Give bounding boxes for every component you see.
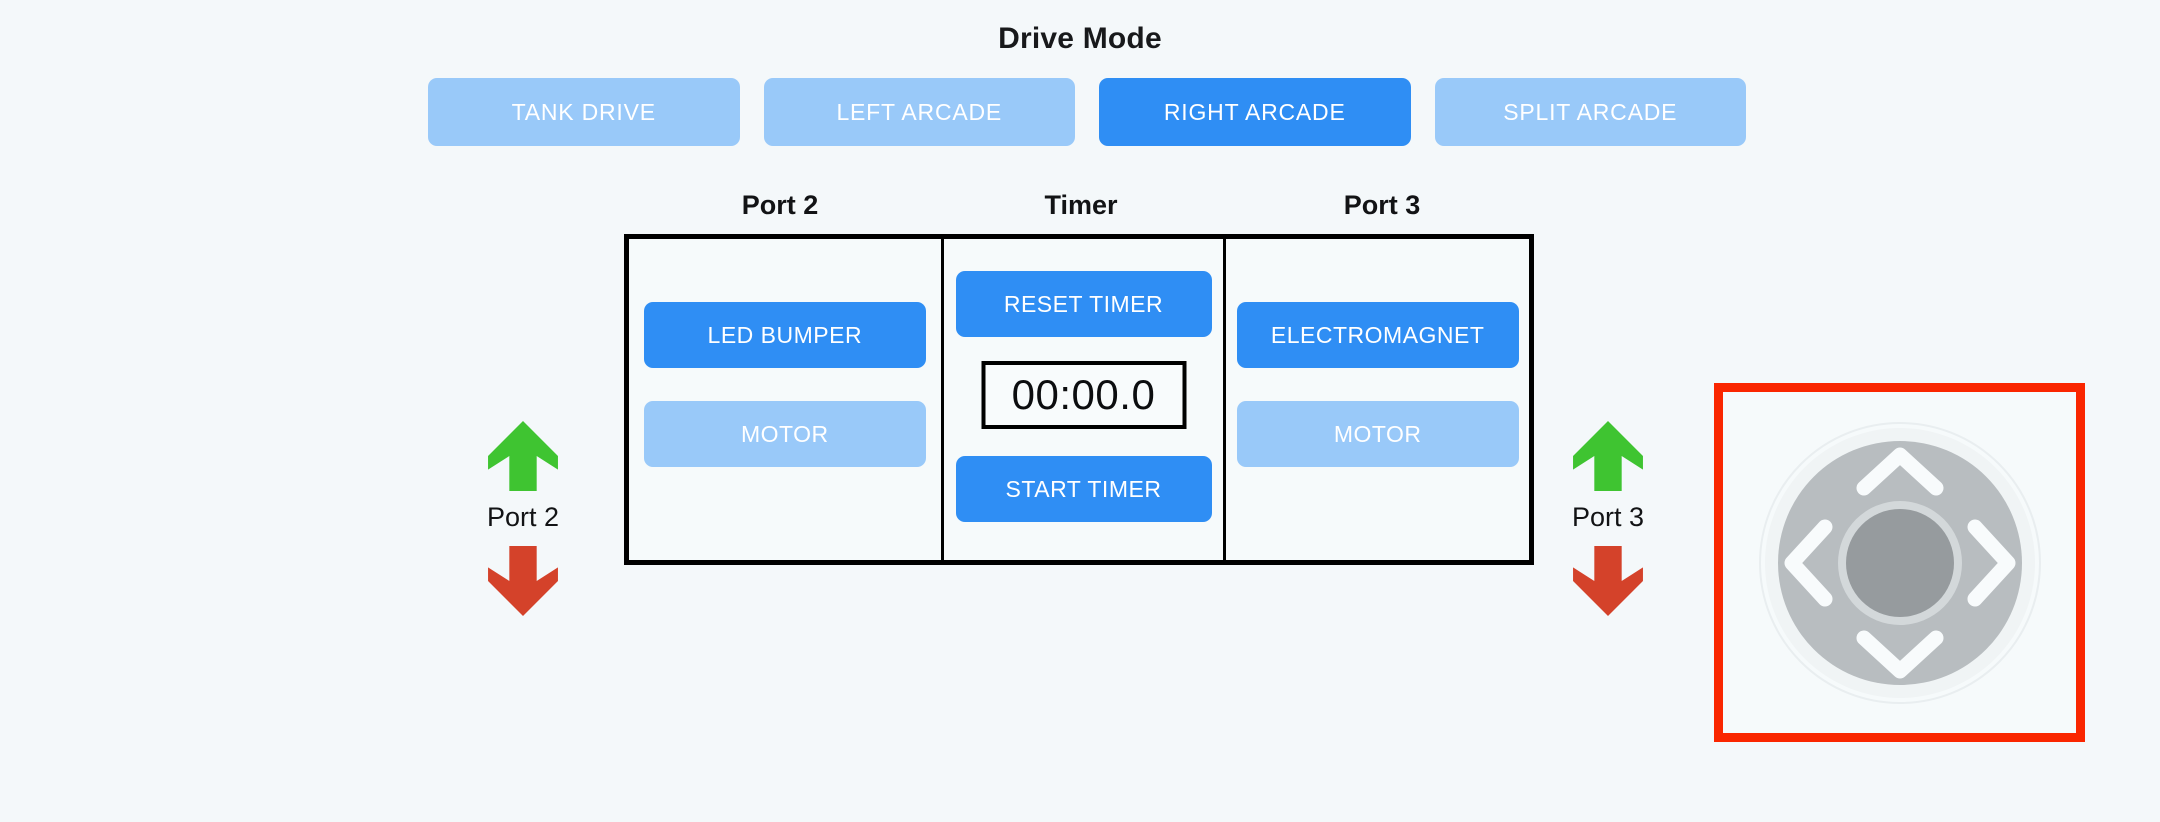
timer-display: 00:00.0 xyxy=(981,361,1186,429)
green-up-arrow-icon[interactable] xyxy=(485,418,561,494)
port2-cluster-label: Port 2 xyxy=(486,502,560,532)
dpad-right-chevron-icon[interactable] xyxy=(1967,519,2015,606)
drive-mode-button-left-arcade[interactable]: LEFT ARCADE xyxy=(763,78,1075,146)
dpad-left-chevron-icon[interactable] xyxy=(1784,519,1832,606)
led-bumper-button[interactable]: LED BUMPER xyxy=(643,302,926,368)
port3-motor-button[interactable]: MOTOR xyxy=(1236,401,1519,467)
panel-column-port2: LED BUMPER MOTOR xyxy=(629,239,941,560)
column-header-port2: Port 2 xyxy=(741,190,819,220)
green-up-arrow-icon[interactable] xyxy=(1570,418,1646,494)
port2-arrow-cluster: Port 2 xyxy=(443,418,603,619)
dpad-highlight-frame xyxy=(1714,383,2085,742)
drive-mode-selector: TANK DRIVE LEFT ARCADE RIGHT ARCADE SPLI… xyxy=(428,78,1746,146)
red-down-arrow-icon[interactable] xyxy=(485,543,561,619)
red-down-arrow-icon[interactable] xyxy=(1570,543,1646,619)
dpad-down-chevron-icon[interactable] xyxy=(1856,630,1943,678)
panel-column-timer: RESET TIMER 00:00.0 START TIMER xyxy=(940,239,1227,560)
dpad-outer-ring xyxy=(1758,421,2041,704)
drive-mode-button-split-arcade[interactable]: SPLIT ARCADE xyxy=(1434,78,1746,146)
column-header-port3: Port 3 xyxy=(1343,190,1421,220)
directional-pad[interactable] xyxy=(1750,413,2050,713)
panel-column-headers: Port 2 Timer Port 3 xyxy=(625,190,1537,221)
start-timer-button[interactable]: START TIMER xyxy=(955,456,1212,522)
drive-mode-button-right-arcade[interactable]: RIGHT ARCADE xyxy=(1099,78,1411,146)
dpad-center-button[interactable] xyxy=(1845,508,1954,617)
column-header-timer: Timer xyxy=(1044,190,1118,220)
port3-cluster-label: Port 3 xyxy=(1571,502,1645,532)
control-panel: LED BUMPER MOTOR RESET TIMER 00:00.0 STA… xyxy=(624,234,1534,565)
page-title: Drive Mode xyxy=(998,22,1162,55)
drive-mode-button-tank-drive[interactable]: TANK DRIVE xyxy=(428,78,740,146)
reset-timer-button[interactable]: RESET TIMER xyxy=(955,271,1212,337)
dpad-up-chevron-icon[interactable] xyxy=(1856,447,1943,495)
electromagnet-button[interactable]: ELECTROMAGNET xyxy=(1236,302,1519,368)
port3-arrow-cluster: Port 3 xyxy=(1528,418,1688,619)
port2-motor-button[interactable]: MOTOR xyxy=(643,401,926,467)
panel-column-port3: ELECTROMAGNET MOTOR xyxy=(1226,239,1529,560)
